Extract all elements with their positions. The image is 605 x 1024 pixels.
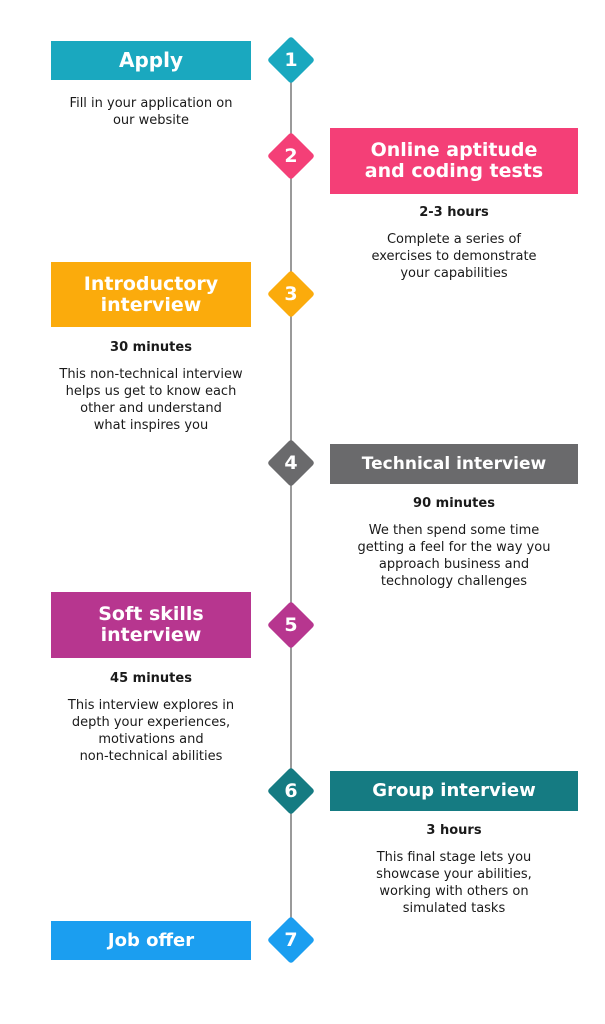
step-1-title-box: Apply <box>51 41 251 80</box>
step-2-title: Online aptitude and coding tests <box>364 139 544 182</box>
step-6-duration: 3 hours <box>426 823 482 838</box>
step-7-marker: 7 <box>266 915 316 965</box>
step-5-title: Soft skills interview <box>98 603 204 646</box>
step-4-title-box: Technical interview <box>330 444 578 484</box>
step-5-text: 45 minutes This interview explores in de… <box>36 670 266 765</box>
step-6-marker: 6 <box>266 766 316 816</box>
step-7-title: Job offer <box>107 929 195 951</box>
step-3-number: 3 <box>284 283 298 305</box>
step-4-description: We then spend some time getting a feel f… <box>357 523 551 589</box>
step-7-number: 7 <box>284 929 298 951</box>
step-5-duration: 45 minutes <box>110 671 192 686</box>
step-2-duration: 2-3 hours <box>419 205 489 220</box>
step-1-description: Fill in your application on our website <box>69 96 233 128</box>
step-4-marker: 4 <box>266 438 316 488</box>
step-2-text: 2-3 hours Complete a series of exercises… <box>340 204 568 282</box>
step-6-text: 3 hours This final stage lets you showca… <box>340 822 568 917</box>
step-5-title-box: Soft skills interview <box>51 592 251 658</box>
step-3-description: This non-technical interview helps us ge… <box>59 367 243 433</box>
step-6-title-box: Group interview <box>330 771 578 811</box>
step-6-title: Group interview <box>372 780 536 802</box>
step-2-description: Complete a series of exercises to demons… <box>371 232 537 281</box>
step-4-text: 90 minutes We then spend some time getti… <box>334 495 574 590</box>
timeline-line <box>290 60 292 940</box>
step-2-marker: 2 <box>266 131 316 181</box>
step-7-title-box: Job offer <box>51 921 251 960</box>
step-3-title-box: Introductory interview <box>51 262 251 327</box>
step-4-number: 4 <box>284 452 298 474</box>
step-3-text: 30 minutes This non-technical interview … <box>36 339 266 434</box>
step-2-number: 2 <box>284 145 298 167</box>
step-2-title-box: Online aptitude and coding tests <box>330 128 578 194</box>
step-4-title: Technical interview <box>361 453 547 474</box>
step-6-description: This final stage lets you showcase your … <box>376 850 532 916</box>
step-3-duration: 30 minutes <box>110 340 192 355</box>
step-1-marker: 1 <box>266 35 316 85</box>
step-1-number: 1 <box>284 49 298 71</box>
step-1-title: Apply <box>118 47 183 72</box>
step-3-title: Introductory interview <box>83 272 219 316</box>
step-4-duration: 90 minutes <box>413 496 495 511</box>
step-5-number: 5 <box>284 614 298 636</box>
step-1-text: Fill in your application on our website <box>40 95 262 129</box>
step-3-marker: 3 <box>266 269 316 319</box>
step-5-marker: 5 <box>266 600 316 650</box>
step-6-number: 6 <box>284 780 298 802</box>
step-5-description: This interview explores in depth your ex… <box>67 698 235 764</box>
